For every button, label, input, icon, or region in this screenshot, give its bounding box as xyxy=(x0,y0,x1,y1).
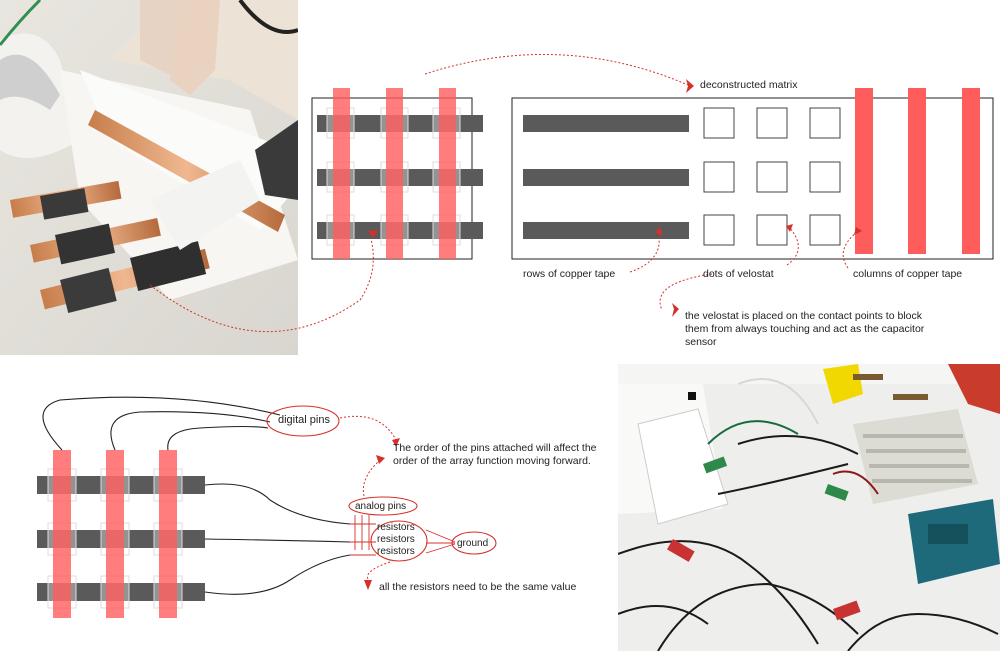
annotation-connectors xyxy=(149,54,858,333)
digital-wires xyxy=(42,396,281,451)
copper-column xyxy=(159,450,177,618)
photo-arduino-wiring xyxy=(618,364,1000,651)
label-dots-velostat: dots of velostat xyxy=(703,268,774,280)
arrow-icon xyxy=(672,303,679,317)
velostat-dot xyxy=(809,107,841,139)
copper-column xyxy=(386,88,403,259)
connector-analog xyxy=(362,459,381,497)
connector-assembled-to-deconstructed xyxy=(424,54,689,86)
copper-row xyxy=(523,169,689,186)
deconstructed-matrix-frame xyxy=(511,97,994,260)
velostat-dot xyxy=(703,107,735,139)
annotation-connectors-bottom xyxy=(339,415,397,583)
label-resistor-note: all the resistors need to be the same va… xyxy=(379,581,577,593)
velostat-dot xyxy=(703,214,735,246)
label-columns-copper: columns of copper tape xyxy=(853,268,963,280)
velostat-dot xyxy=(703,161,735,193)
copper-column xyxy=(106,450,124,618)
label-digital-pins: digital pins xyxy=(278,414,330,426)
arrow-icon xyxy=(364,438,400,590)
velostat-dot xyxy=(809,161,841,193)
ovals xyxy=(266,405,497,562)
arrow-icon xyxy=(655,227,663,236)
ground-lead xyxy=(425,529,456,554)
wire xyxy=(204,483,351,525)
ground-oval xyxy=(451,531,497,555)
arrow-icon xyxy=(786,224,793,232)
photo-copper-tape-assembly xyxy=(0,0,298,355)
arrow-icon xyxy=(368,79,862,317)
lead xyxy=(350,523,376,556)
arrow-icon xyxy=(854,227,862,235)
copper-column xyxy=(439,88,456,259)
deconstructed-velostat xyxy=(703,107,841,246)
copper-column xyxy=(855,88,873,254)
arrow-icon xyxy=(376,455,385,464)
digital-pins-oval xyxy=(266,405,340,437)
arrow-icon xyxy=(364,580,372,590)
connector-photo-to-matrix xyxy=(149,234,374,333)
resistor-network xyxy=(350,515,456,556)
copper-column xyxy=(908,88,926,254)
velostat-dot xyxy=(756,107,788,139)
connector-velostat-note xyxy=(659,273,713,311)
wire xyxy=(110,411,271,451)
label-resistor-2: resistors xyxy=(377,534,415,545)
copper-row xyxy=(523,115,689,132)
arrow-icon xyxy=(392,438,400,447)
deconstructed-columns xyxy=(855,88,980,254)
velostat-dot xyxy=(756,161,788,193)
wire xyxy=(42,396,281,451)
label-ground: ground xyxy=(457,538,489,549)
analog-pins-oval xyxy=(348,496,418,516)
copper-row xyxy=(523,222,689,239)
label-velostat-note: the velostat is placed on the contact po… xyxy=(685,310,925,348)
connector-dots xyxy=(786,227,799,266)
analog-wires xyxy=(204,483,351,595)
label-analog-pins: analog pins xyxy=(355,501,407,512)
assembled-columns xyxy=(333,88,456,259)
matrix-diagram xyxy=(149,54,994,333)
wire xyxy=(204,538,351,543)
label-rows-copper: rows of copper tape xyxy=(523,268,616,280)
arrow-icon xyxy=(368,230,378,238)
deconstructed-rows xyxy=(523,115,689,239)
connector-columns xyxy=(842,231,858,269)
arrow-icon xyxy=(686,79,694,93)
velostat-dot xyxy=(756,214,788,246)
wiring-columns xyxy=(53,450,177,618)
label-deconstructed-matrix: deconstructed matrix xyxy=(700,79,798,91)
label-pin-order-note: The order of the pins attached will affe… xyxy=(393,442,597,467)
wiring-diagram xyxy=(37,396,497,618)
analog-lead xyxy=(354,515,370,550)
connector-resistors xyxy=(367,561,391,583)
label-resistor-1: resistors xyxy=(377,522,415,533)
copper-column xyxy=(962,88,980,254)
velostat-dot xyxy=(809,214,841,246)
label-resistor-3: resistors xyxy=(377,546,415,557)
wire xyxy=(167,425,269,451)
copper-column xyxy=(53,450,71,618)
connector-digital xyxy=(339,415,397,441)
resistors-oval xyxy=(370,520,428,562)
copper-column xyxy=(333,88,350,259)
wire xyxy=(204,554,351,595)
connector-rows xyxy=(629,231,660,273)
